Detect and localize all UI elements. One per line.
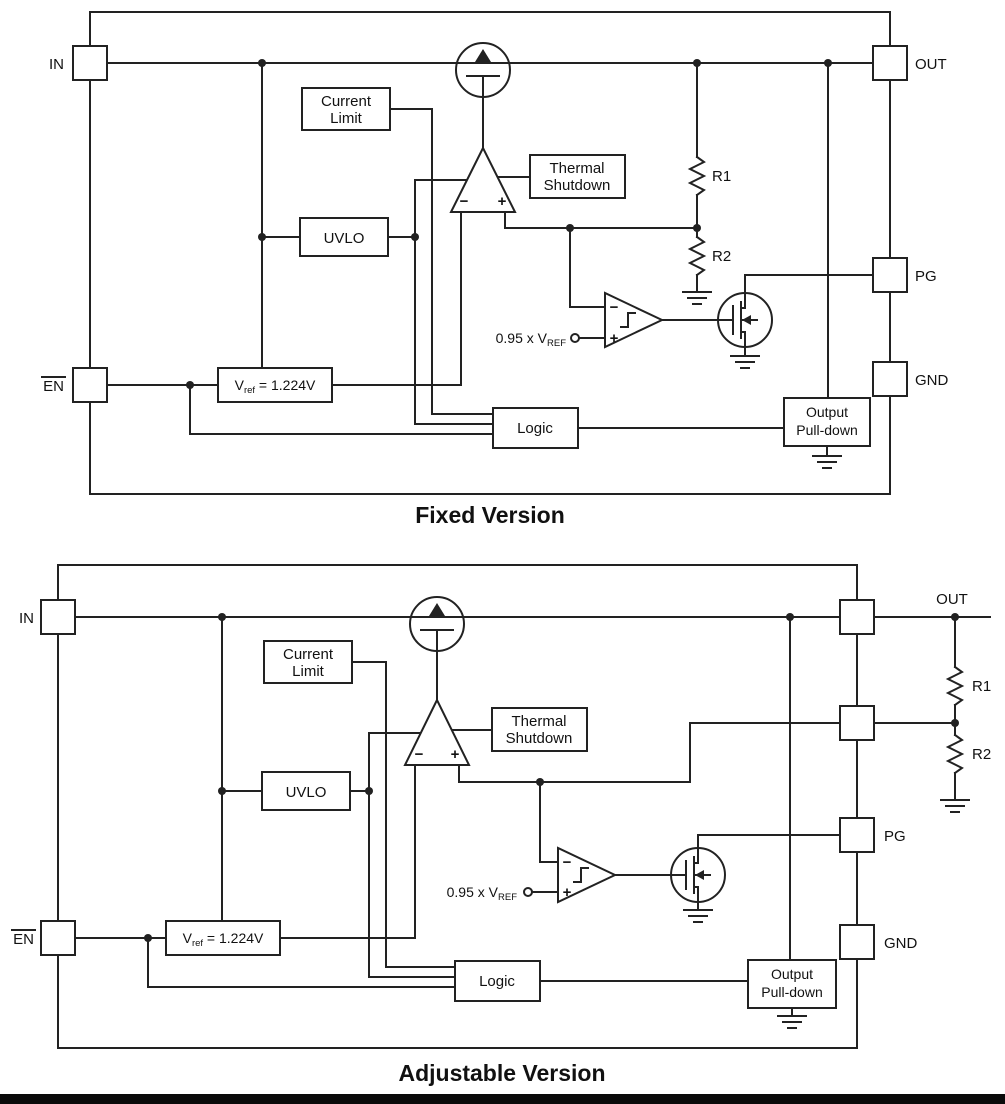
pin-pg: PG [872,257,937,293]
pulldown-label: Output [806,404,848,420]
amp-plus-label: + [451,746,460,763]
reference-terminal-icon [570,333,580,343]
pulldown-label2: Pull-down [796,422,857,438]
uvlo-block: UVLO [299,217,389,257]
pin-en: EN [41,367,108,403]
resistor-r1: R1 [947,666,991,706]
ground-icon [730,355,760,369]
hysteresis-icon [620,312,636,328]
ground-icon [940,799,970,813]
thermal-label: Thermal [549,160,604,177]
pin-in-label: IN [49,56,64,73]
resistor-r2: R2 [947,734,991,774]
resistor-r1: R1 [689,156,731,196]
comparator-reference: 0.95 x VREF [496,330,580,349]
reference-terminal-icon [523,887,533,897]
pin-pg: PG [839,817,906,853]
ground-icon [682,291,712,305]
pg-comparator: − + [604,291,665,349]
current-limit-label: Current [283,646,334,663]
uvlo-block: UVLO [261,771,351,811]
pin-in-label: IN [19,610,34,627]
vref-label: Vref = 1.224V [235,377,316,396]
r1-label: R1 [972,678,991,695]
thermal-shutdown-block: Thermal Shutdown [529,154,626,199]
logic-label: Logic [517,420,553,437]
hysteresis-icon [573,867,589,883]
output-pulldown-block: Output Pull-down [747,959,837,1009]
pin-out: OUT [872,45,947,81]
pulldown-label: Output [771,966,813,982]
ground-icon [683,909,713,923]
thermal-label2: Shutdown [544,177,611,194]
error-amplifier: − + [403,697,471,766]
ground-icon [812,455,842,469]
thermal-shutdown-block: Thermal Shutdown [491,707,588,752]
pin-gnd-label: GND [884,935,918,952]
amp-minus-label: − [415,746,424,763]
logic-block: Logic [492,407,579,449]
pin-en: EN [11,920,76,956]
pass-transistor-icon [455,42,511,98]
vref-label: Vref = 1.224V [183,930,264,949]
pin-en-label: EN [43,378,64,395]
current-limit-label2: Limit [330,110,363,127]
pulldown-label2: Pull-down [761,984,822,1000]
vref-block: Vref = 1.224V [217,367,333,403]
uvlo-label: UVLO [324,230,365,247]
pin-gnd: GND [872,361,949,397]
current-limit-label: Current [321,93,372,110]
ic-outline [57,564,858,1049]
pin-out: OUT [839,591,968,635]
pg-comparator: − + [557,846,618,904]
thermal-label2: Shutdown [506,730,573,747]
pg-transistor-icon [717,292,773,348]
logic-label: Logic [479,973,515,990]
pin-pg-label: PG [884,828,906,845]
comp-plus-label: + [563,884,572,901]
output-pulldown-block: Output Pull-down [783,397,871,447]
pin-gnd: GND [839,924,918,960]
ic-outline [89,11,891,495]
pin-out-label: OUT [936,591,968,608]
bottom-bar [0,1094,1005,1104]
reference-label: 0.95 x VREF [496,330,567,349]
pin-out-label: OUT [915,56,947,73]
fixed-version-caption: Fixed Version [415,502,565,528]
comp-plus-label: + [610,330,619,347]
r2-label: R2 [712,248,731,265]
pin-in: IN [19,599,76,635]
resistor-r2: R2 [689,236,731,276]
current-limit-label2: Limit [292,663,325,680]
reference-label: 0.95 x VREF [447,884,518,903]
adjustable-version-diagram: R1 R2 Current Limit UVLO Thermal Shutdow… [11,564,991,1086]
pin-pg-label: PG [915,268,937,285]
pg-transistor-icon [670,847,726,903]
fixed-version-diagram: R1 R2 Current Limit UVLO Thermal Shutdow… [41,11,949,528]
ground-icon [777,1015,807,1029]
pin-gnd-label: GND [915,372,949,389]
thermal-label: Thermal [511,713,566,730]
r2-label: R2 [972,746,991,763]
pin-feedback [839,705,875,741]
logic-block: Logic [454,960,541,1002]
amp-plus-label: + [498,193,507,210]
uvlo-label: UVLO [286,784,327,801]
wires [106,62,874,457]
r1-label: R1 [712,168,731,185]
pin-en-label: EN [13,931,34,948]
comparator-reference: 0.95 x VREF [447,884,533,903]
adjustable-version-caption: Adjustable Version [398,1060,605,1086]
vref-block: Vref = 1.224V [165,920,281,956]
error-amplifier: − + [449,145,517,213]
amp-minus-label: − [460,193,469,210]
pin-in: IN [49,45,108,81]
pass-transistor-icon [409,596,465,652]
comp-minus-label: − [610,299,619,316]
current-limit-block: Current Limit [301,87,391,131]
current-limit-block: Current Limit [263,640,353,684]
comp-minus-label: − [563,854,572,871]
